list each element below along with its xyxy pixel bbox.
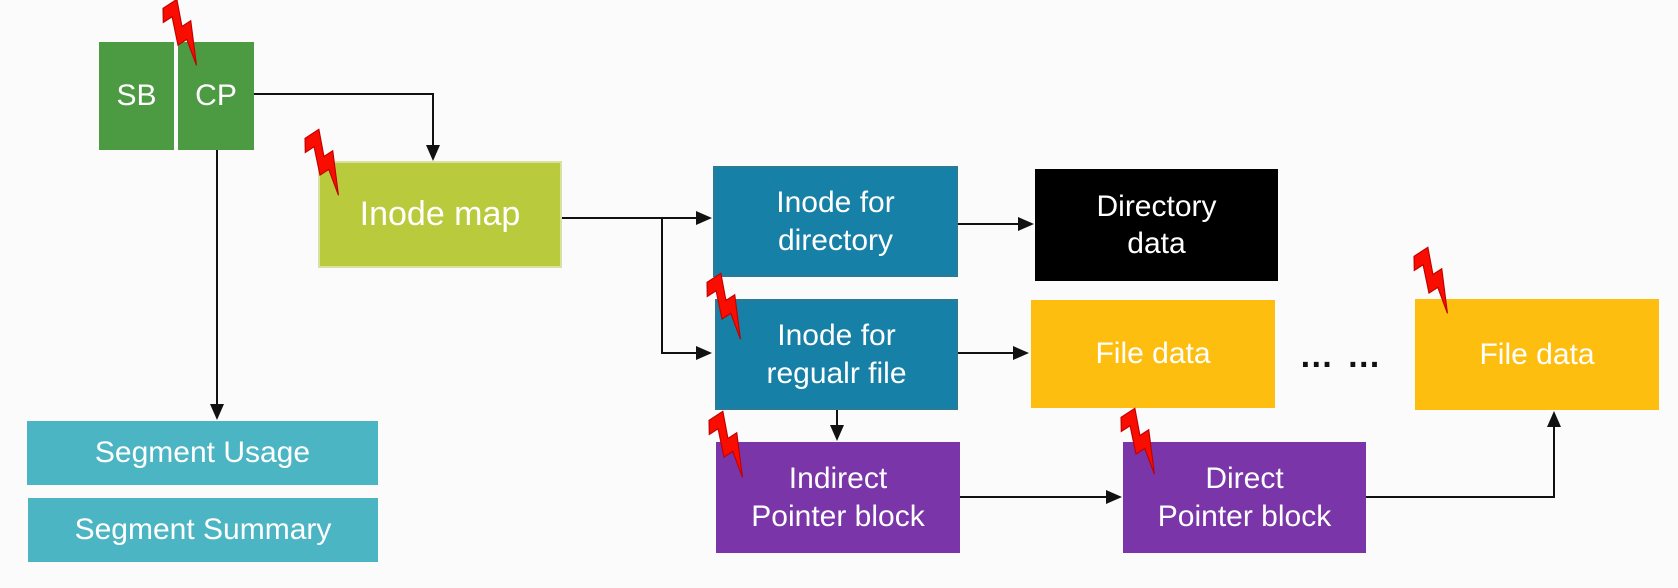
node-segment-usage: Segment Usage — [27, 421, 378, 485]
label-line: regualr file — [766, 356, 907, 390]
node-checkpoint: CP — [178, 42, 254, 150]
node-segment-usage-label: Segment Usage — [94, 436, 311, 470]
node-directory-data: Directory data — [1035, 169, 1278, 281]
node-direct-pointer-block-label: Direct Pointer block — [1158, 460, 1331, 535]
node-inode-for-regular-file: Inode for regualr file — [715, 299, 958, 410]
label-line: directory — [777, 223, 894, 257]
node-file-data-1: File data — [1031, 300, 1275, 408]
arrow-inode-map-to-inode-regular — [661, 218, 712, 360]
node-inode-for-directory-label: Inode for directory — [776, 184, 894, 259]
label-line: Direct — [1205, 462, 1284, 495]
label-line: Directory — [1096, 189, 1217, 223]
node-directory-data-label: Directory data — [1096, 188, 1216, 263]
node-superblock-label: SB — [116, 79, 157, 113]
ellipsis-label: … … — [1299, 336, 1383, 375]
arrow-cp-to-inode-map — [254, 93, 440, 161]
node-inode-map-label: Inode map — [359, 195, 521, 234]
node-indirect-pointer-block: Indirect Pointer block — [716, 442, 960, 553]
label-line: Inode for — [777, 319, 896, 352]
node-inode-for-directory: Inode for directory — [713, 166, 958, 277]
label-line: Pointer block — [751, 499, 925, 533]
label-line: Pointer block — [1157, 499, 1332, 533]
node-segment-summary-label: Segment Summary — [74, 513, 332, 547]
node-checkpoint-label: CP — [195, 79, 237, 113]
label-line: data — [1127, 227, 1186, 260]
node-file-data-2: File data — [1415, 299, 1659, 410]
node-indirect-pointer-block-label: Indirect Pointer block — [751, 460, 924, 535]
label-line: Indirect — [788, 462, 888, 495]
node-direct-pointer-block: Direct Pointer block — [1123, 442, 1366, 553]
node-segment-summary: Segment Summary — [28, 498, 378, 562]
node-file-data-2-label: File data — [1479, 337, 1595, 371]
arrow-direct-block-to-file-data-2 — [1366, 411, 1561, 498]
node-file-data-1-label: File data — [1095, 337, 1211, 371]
node-inode-for-regular-file-label: Inode for regualr file — [766, 317, 906, 392]
node-superblock: SB — [99, 42, 174, 150]
label-line: Inode for — [776, 186, 895, 219]
node-inode-map: Inode map — [318, 161, 562, 268]
